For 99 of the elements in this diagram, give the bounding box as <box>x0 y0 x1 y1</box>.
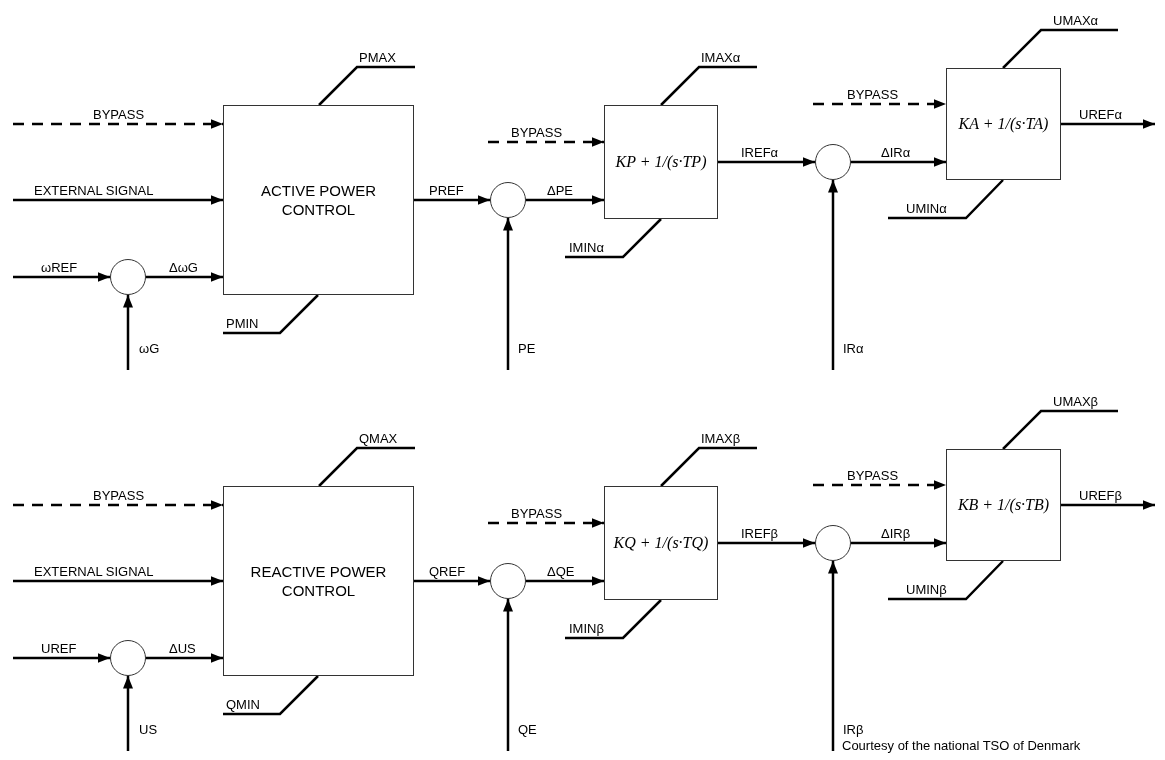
edge-label: IREFα <box>740 146 780 160</box>
signal-arrow <box>718 538 815 548</box>
edge-label: BYPASS <box>92 108 146 122</box>
limit-line <box>223 675 319 716</box>
limit-line <box>1002 28 1118 69</box>
edge-label: IMAXα <box>700 51 742 65</box>
transfer-function-block <box>946 449 1061 561</box>
limit-line <box>318 446 415 487</box>
signal-arrow <box>503 218 513 370</box>
summing-junction <box>815 525 851 561</box>
signal-arrow <box>13 119 223 129</box>
edge-label: IMAXβ <box>700 432 742 446</box>
edge-label: US <box>138 723 159 737</box>
edge-label: ΔQE <box>546 565 576 579</box>
edge-label: BYPASS <box>846 88 900 102</box>
limit-line <box>223 294 319 335</box>
limit-line <box>1002 409 1118 450</box>
edge-label: UMAXα <box>1052 14 1100 28</box>
signal-arrow <box>488 137 604 147</box>
edge-label: IRβ <box>842 723 865 737</box>
signal-arrow <box>13 576 223 586</box>
signal-arrow <box>1061 119 1155 129</box>
transfer-function: KQ + 1/(s·TQ) <box>613 534 709 552</box>
edge-label: BYPASS <box>510 126 564 140</box>
signal-arrow <box>13 195 223 205</box>
summing-junction <box>490 563 526 599</box>
signal-arrow <box>526 195 604 205</box>
limit-line <box>660 65 757 106</box>
edge-label: PMAX <box>358 51 397 65</box>
signal-arrow <box>488 518 604 528</box>
edge-label: PMIN <box>225 317 260 331</box>
limit-line <box>318 65 415 106</box>
signal-arrow <box>1061 500 1155 510</box>
signal-arrow <box>146 272 223 282</box>
signal-arrow <box>828 180 838 370</box>
edge-label: PREF <box>428 184 465 198</box>
edge-label: IMINβ <box>568 622 605 636</box>
signal-arrow <box>851 157 946 167</box>
block-label: REACTIVE POWER CONTROL <box>249 562 388 600</box>
edge-label: BYPASS <box>510 507 564 521</box>
edge-label: QREF <box>428 565 467 579</box>
summing-junction <box>110 259 146 295</box>
control-block <box>223 105 414 295</box>
signal-arrow <box>813 480 946 490</box>
edge-label: ΔUS <box>168 642 197 656</box>
edge-label: UREFβ <box>1078 489 1123 503</box>
edge-label: UMINβ <box>905 583 948 597</box>
limit-line <box>888 560 1004 601</box>
edge-label: ΔωG <box>168 261 199 275</box>
edge-label: QE <box>517 723 538 737</box>
edge-label: IMINα <box>568 241 605 255</box>
edge-label: PE <box>517 342 537 356</box>
signal-arrow <box>414 576 490 586</box>
signal-arrow <box>813 99 946 109</box>
signal-arrow <box>828 561 838 751</box>
summing-junction <box>490 182 526 218</box>
signal-arrow <box>851 538 946 548</box>
block-label: ACTIVE POWER CONTROL <box>260 181 377 219</box>
edge-label: ΔIRα <box>880 146 912 160</box>
signal-arrow <box>123 676 133 751</box>
signal-arrow <box>13 653 110 663</box>
limit-line <box>660 446 757 487</box>
edge-label: ΔPE <box>546 184 575 198</box>
edge-label: EXTERNAL SIGNAL <box>33 184 155 198</box>
transfer-function: KP + 1/(s·TP) <box>615 153 707 171</box>
signal-arrow <box>718 157 815 167</box>
edge-label: ωREF <box>40 261 79 275</box>
caption: Courtesy of the national TSO of Denmark <box>842 738 1081 753</box>
edge-label: QMAX <box>358 432 399 446</box>
signal-arrow <box>13 272 110 282</box>
edge-label: IREFβ <box>740 527 780 541</box>
transfer-function-block <box>604 486 718 600</box>
limit-line <box>888 179 1004 220</box>
signal-arrow <box>526 576 604 586</box>
edge-label: UREFα <box>1078 108 1123 122</box>
transfer-function: KA + 1/(s·TA) <box>958 115 1049 133</box>
limit-line <box>565 599 662 640</box>
edge-label: QMIN <box>225 698 261 712</box>
transfer-function: KB + 1/(s·TB) <box>957 496 1050 514</box>
limit-line <box>565 218 662 259</box>
edge-label: ΔIRβ <box>880 527 912 541</box>
edge-label: BYPASS <box>92 489 146 503</box>
signal-arrow <box>13 500 223 510</box>
summing-junction <box>110 640 146 676</box>
signal-arrow <box>503 599 513 751</box>
edge-label: EXTERNAL SIGNAL <box>33 565 155 579</box>
edge-label: IRα <box>842 342 865 356</box>
edge-label: BYPASS <box>846 469 900 483</box>
transfer-function-block <box>946 68 1061 180</box>
edge-label: UMAXβ <box>1052 395 1100 409</box>
signal-arrow <box>123 295 133 370</box>
edge-label: ωG <box>138 342 161 356</box>
control-block <box>223 486 414 676</box>
edge-label: UMINα <box>905 202 948 216</box>
edge-label: UREF <box>40 642 78 656</box>
summing-junction <box>815 144 851 180</box>
transfer-function-block <box>604 105 718 219</box>
signal-arrow <box>146 653 223 663</box>
signal-arrow <box>414 195 490 205</box>
